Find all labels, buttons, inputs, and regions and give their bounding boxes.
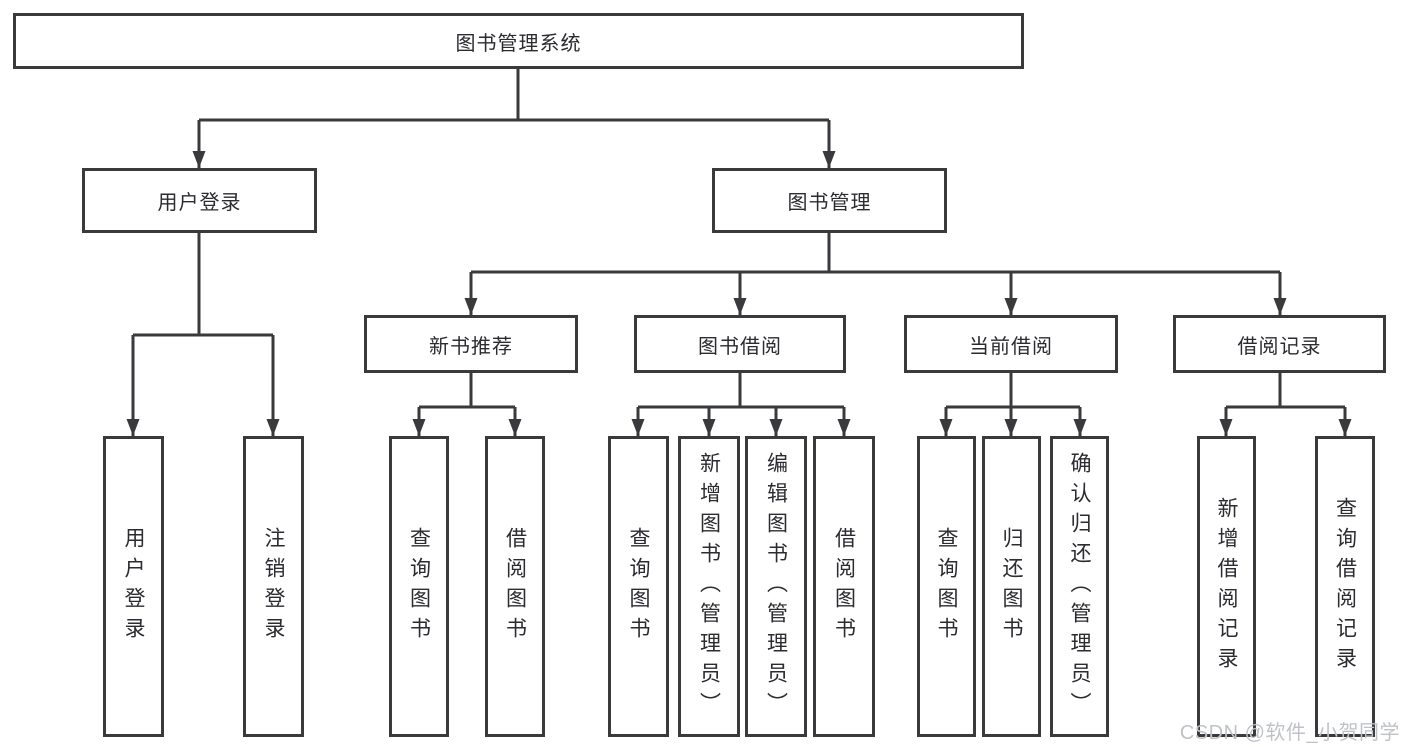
node-label: 用户登录 [122, 526, 145, 647]
node-borrow-records: 借阅记录 [1173, 315, 1386, 373]
node-label: 确认归还（管理员） [1068, 451, 1091, 722]
node-label: 新增借阅记录 [1215, 496, 1238, 677]
leaf-logout: 注销登录 [243, 436, 304, 737]
leaf-query-books-recommend: 查询图书 [389, 436, 449, 737]
connector-currentborrow-to-leaves [939, 373, 1087, 436]
node-label: 查询图书 [935, 526, 958, 647]
connector-bookborrow-to-leaves [631, 373, 851, 436]
node-label: 编辑图书（管理员） [764, 451, 788, 722]
node-book-management: 图书管理 [712, 168, 947, 233]
node-label: 借阅图书 [503, 526, 527, 647]
node-root: 图书管理系统 [13, 13, 1024, 69]
node-label: 借阅记录 [1237, 335, 1322, 358]
leaf-query-borrow-record: 查询借阅记录 [1315, 436, 1375, 737]
node-label: 注销登录 [262, 526, 285, 647]
node-book-borrow: 图书借阅 [634, 315, 846, 373]
node-label: 图书借阅 [698, 335, 782, 358]
leaf-add-borrow-record: 新增借阅记录 [1197, 436, 1256, 737]
connector-recommend-to-leaves [412, 373, 522, 436]
leaf-add-books-admin: 新增图书（管理员） [678, 436, 740, 737]
node-label: 查询图书 [627, 526, 650, 647]
node-current-borrow: 当前借阅 [904, 315, 1118, 373]
connector-root-to-level2 [192, 69, 836, 168]
leaf-query-books-borrow: 查询图书 [608, 436, 669, 737]
node-label: 图书管理 [787, 192, 872, 214]
node-label: 当前借阅 [969, 335, 1053, 358]
node-label: 查询借阅记录 [1333, 496, 1357, 677]
node-label: 借阅图书 [832, 526, 856, 647]
leaf-edit-books-admin: 编辑图书（管理员） [745, 436, 807, 737]
node-label: 图书管理系统 [455, 32, 582, 55]
leaf-query-books-current: 查询图书 [917, 436, 976, 737]
connector-records-to-leaves [1219, 373, 1352, 436]
connector-bookmgmt-to-level3 [464, 233, 1287, 315]
leaf-confirm-return-admin: 确认归还（管理员） [1050, 436, 1109, 737]
csdn-watermark: CSDN @软件_小贺同学 [1179, 722, 1400, 744]
node-new-book-recommend: 新书推荐 [364, 315, 578, 373]
node-label: 归还图书 [1000, 526, 1023, 647]
node-user-login: 用户登录 [82, 168, 317, 233]
leaf-user-login: 用户登录 [103, 436, 164, 737]
connector-userlogin-to-leaves [126, 233, 280, 436]
leaf-return-books: 归还图书 [982, 436, 1041, 737]
node-label: 查询图书 [407, 526, 431, 647]
node-label: 用户登录 [157, 192, 242, 214]
leaf-borrow-books-recommend: 借阅图书 [485, 436, 545, 737]
leaf-borrow-books: 借阅图书 [813, 436, 875, 737]
node-label: 新书推荐 [429, 335, 513, 358]
node-label: 新增图书（管理员） [697, 451, 721, 722]
